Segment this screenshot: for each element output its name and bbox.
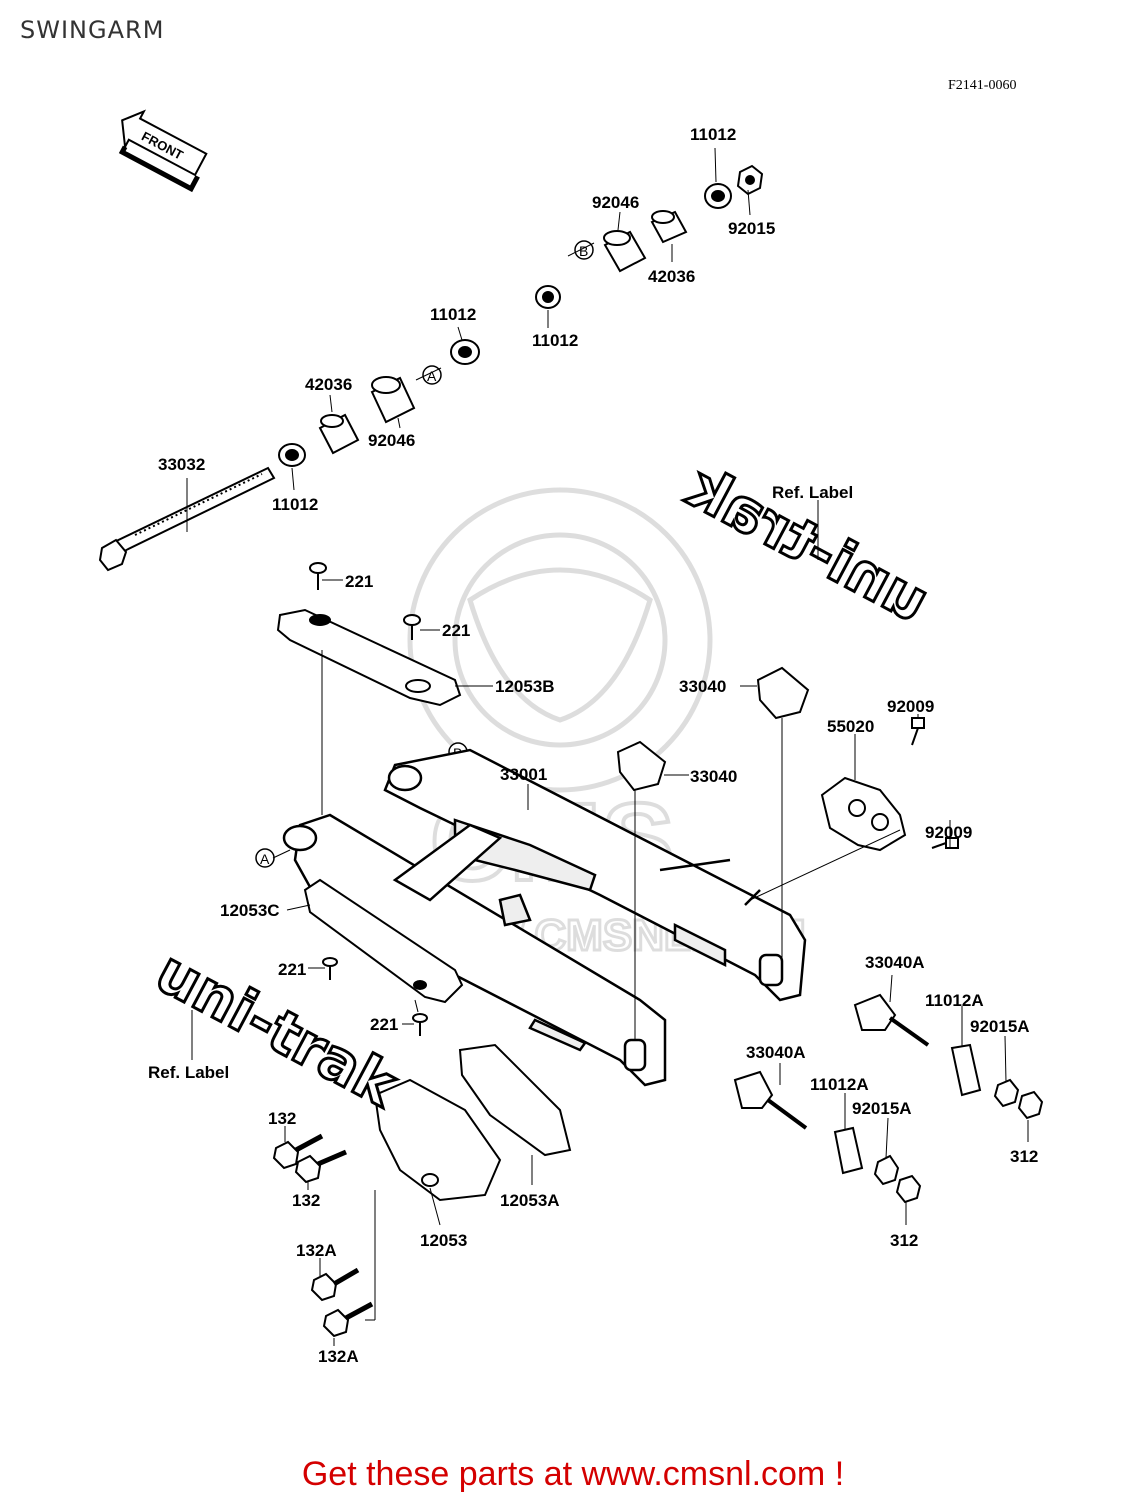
- label-92009-lower: 92009: [925, 823, 972, 842]
- bolt-132-top: [272, 1133, 324, 1170]
- label-132A-top: 132A: [296, 1241, 337, 1260]
- label-221-b: 221: [442, 621, 470, 640]
- callout-b-upper: B: [574, 240, 594, 260]
- label-92009-upper: 92009: [887, 697, 934, 716]
- bolt-132A-top: [310, 1267, 360, 1302]
- figure-code: F2141-0060: [948, 78, 1017, 93]
- label-92015A-left: 92015A: [852, 1099, 912, 1118]
- plate-55020: [820, 776, 907, 852]
- adjuster-parts: [616, 666, 1044, 1204]
- label-132A-bottom: 132A: [318, 1347, 359, 1366]
- label-11012A-left: 11012A: [810, 1075, 869, 1094]
- seal-11012-low: [278, 443, 306, 467]
- label-312-left: 312: [890, 1231, 918, 1250]
- label-132-bottom: 132: [292, 1191, 320, 1210]
- label-33040A-right: 33040A: [865, 953, 925, 972]
- chain-slider-12053B: [276, 608, 462, 707]
- adjuster-plate-11012A-left: [833, 1126, 864, 1175]
- bolt-132A-bottom: [322, 1301, 374, 1338]
- adjuster-33040-lower: [616, 740, 667, 792]
- chain-slider-12053C: [303, 878, 464, 1004]
- svg-text:B: B: [579, 243, 588, 259]
- label-221-c: 221: [278, 960, 306, 979]
- sleeve-42036-top: [650, 210, 688, 244]
- seal-11012-top-right: [704, 183, 732, 209]
- adjuster-bolt-33040A-right: [853, 993, 930, 1047]
- label-12053C: 12053C: [220, 901, 280, 920]
- bolts-132: [272, 1133, 374, 1338]
- callout-a-lower: A: [255, 848, 275, 868]
- label-33032: 33032: [158, 455, 205, 474]
- label-11012A-right: 11012A: [925, 991, 984, 1010]
- label-92015A-right: 92015A: [970, 1017, 1030, 1036]
- label-221-d: 221: [370, 1015, 398, 1034]
- nut-92015A-right: [993, 1078, 1020, 1108]
- decal-top-text: uni-trak: [676, 453, 939, 636]
- label-42036-top: 42036: [648, 267, 695, 286]
- screw-221-a: [309, 562, 327, 590]
- label-12053: 12053: [420, 1231, 467, 1250]
- swingarm-33001: [282, 748, 807, 1087]
- label-55020: 55020: [827, 717, 874, 736]
- nut-92015A-left: [873, 1154, 900, 1186]
- bolt-132-bottom: [294, 1149, 347, 1184]
- svg-text:A: A: [427, 368, 437, 384]
- screw-221-d: [412, 1013, 428, 1036]
- screw-221-c: [322, 957, 338, 980]
- label-12053B: 12053B: [495, 677, 555, 696]
- part-labels: 11012 92015 92046 42036 11012 11012 4203…: [148, 125, 1038, 1366]
- ref-label-top: Ref. Label: [772, 483, 853, 502]
- adjuster-33040-upper: [756, 666, 810, 720]
- nut-312-right: [1017, 1090, 1044, 1120]
- label-92046-top: 92046: [592, 193, 639, 212]
- swingarm-exploded-diagram: CMS WWW.CMSNL.COM FRONT A B B A: [98, 109, 1044, 1366]
- leader-lines: [186, 147, 1029, 1346]
- seal-11012-mid-right: [535, 285, 561, 309]
- label-11012-mid-left: 11012: [430, 305, 476, 324]
- chain-guide: [373, 1043, 572, 1202]
- label-11012-top-right: 11012: [690, 125, 736, 144]
- label-42036-left: 42036: [305, 375, 352, 394]
- label-33040-lower: 33040: [690, 767, 737, 786]
- label-12053A: 12053A: [500, 1191, 560, 1210]
- bearing-92046-top: [603, 230, 647, 273]
- adjuster-bolt-33040A-left: [733, 1070, 808, 1130]
- decal-top: uni-trak: [675, 451, 941, 637]
- label-132-top: 132: [268, 1109, 296, 1128]
- bolt-92009-lower: [931, 837, 959, 849]
- label-92046-left: 92046: [368, 431, 415, 450]
- bearing-92046-left: [370, 376, 416, 424]
- bearings-and-sleeves: [278, 164, 764, 467]
- label-92015-top: 92015: [728, 219, 775, 238]
- bolt-92009-upper: [911, 717, 925, 746]
- seal-11012-mid-left: [450, 339, 480, 365]
- nut-92015-top: [736, 164, 764, 196]
- footer-cta-link[interactable]: Get these parts at www.cmsnl.com !: [301, 1455, 845, 1493]
- ref-label-bottom: Ref. Label: [148, 1063, 229, 1082]
- svg-text:A: A: [260, 851, 270, 867]
- nut-312-left: [895, 1174, 922, 1204]
- label-33040-upper: 33040: [679, 677, 726, 696]
- page-title: SWINGARM: [20, 16, 165, 44]
- assembly-leader-lines: [272, 242, 595, 859]
- label-11012-low: 11012: [272, 495, 318, 514]
- front-arrow: FRONT: [118, 109, 208, 193]
- pivot-bolt-33032: [98, 466, 276, 572]
- label-33040A-left: 33040A: [746, 1043, 806, 1062]
- screws-221: [309, 562, 428, 1036]
- label-221-a: 221: [345, 572, 373, 591]
- sleeve-42036-left: [318, 413, 360, 455]
- label-33001: 33001: [500, 765, 547, 784]
- label-11012-mid-right: 11012: [532, 331, 578, 350]
- adjuster-plate-11012A-right: [950, 1043, 982, 1097]
- screw-221-b: [403, 614, 421, 640]
- label-312-right: 312: [1010, 1147, 1038, 1166]
